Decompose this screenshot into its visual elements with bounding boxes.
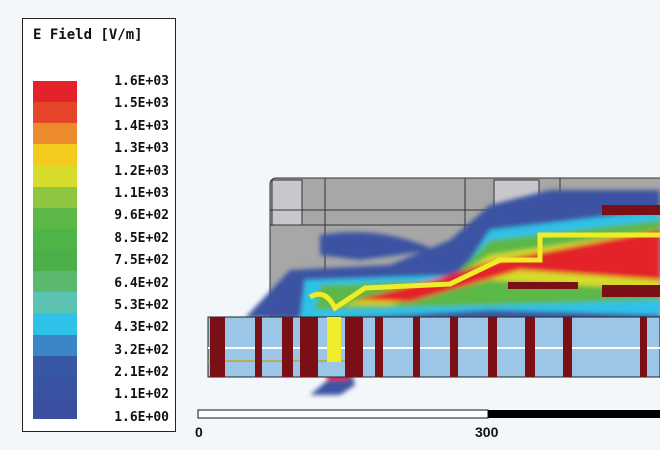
legend-tick-label: 1.1E+02 xyxy=(114,387,169,403)
color-band xyxy=(33,376,77,398)
color-legend: E Field [V/m] 1.6E+03 1.5E+03 1.4E+03 1.3E+… xyxy=(22,18,176,432)
metal-post xyxy=(300,317,318,377)
legend-tick-label: 4.3E+02 xyxy=(114,320,169,336)
color-band xyxy=(33,165,77,187)
legend-tick-label: 9.6E+02 xyxy=(114,208,169,224)
metal-post xyxy=(488,317,497,377)
field-plot xyxy=(197,177,660,419)
color-band xyxy=(33,250,77,272)
scale-label-300: 300 xyxy=(475,424,499,440)
metal-post xyxy=(255,317,262,377)
legend-tick-label: 7.5E+02 xyxy=(114,253,169,269)
metal-post xyxy=(282,317,293,377)
legend-tick-label: 1.4E+03 xyxy=(114,118,169,134)
color-band xyxy=(33,207,77,229)
legend-tick-label: 6.4E+02 xyxy=(114,275,169,291)
legend-tick-label: 1.2E+03 xyxy=(114,163,169,179)
scale-bar-white xyxy=(197,409,489,419)
legend-tick-label: 1.6E+00 xyxy=(114,409,169,425)
color-bar xyxy=(33,81,77,419)
metal-post xyxy=(375,317,383,377)
signal-trace xyxy=(308,232,660,312)
metal-post xyxy=(413,317,420,377)
legend-tick-label: 2.1E+02 xyxy=(114,365,169,381)
color-band xyxy=(33,397,77,419)
color-band xyxy=(33,144,77,166)
legend-tick-label: 1.3E+03 xyxy=(114,141,169,157)
scale-bar-black xyxy=(488,410,660,418)
substrate xyxy=(207,316,660,378)
color-band xyxy=(33,81,77,103)
legend-tick-label: 1.1E+03 xyxy=(114,185,169,201)
color-band xyxy=(33,228,77,250)
legend-tick-label: 1.6E+03 xyxy=(114,74,169,89)
legend-title: E Field [V/m] xyxy=(33,27,143,43)
color-band xyxy=(33,186,77,208)
legend-tick-label: 1.5E+03 xyxy=(114,96,169,112)
metal-post xyxy=(210,317,225,377)
legend-tick-label: 8.5E+02 xyxy=(114,230,169,246)
scale-label-0: 0 xyxy=(195,424,203,440)
metal-post xyxy=(640,317,647,377)
metal-post xyxy=(450,317,458,377)
legend-ticks: 1.6E+03 1.5E+03 1.4E+03 1.3E+03 1.2E+03 1.1E+… xyxy=(79,74,169,432)
color-band xyxy=(33,102,77,124)
via xyxy=(327,317,341,362)
color-band xyxy=(33,334,77,356)
color-band xyxy=(33,271,77,293)
color-band xyxy=(33,355,77,377)
legend-tick-label: 5.3E+02 xyxy=(114,297,169,313)
metal-post xyxy=(525,317,535,377)
metal-post xyxy=(563,317,572,377)
color-band xyxy=(33,313,77,335)
color-band xyxy=(33,123,77,145)
metal-post xyxy=(345,317,363,377)
color-band xyxy=(33,292,77,314)
legend-tick-label: 3.2E+02 xyxy=(114,342,169,358)
